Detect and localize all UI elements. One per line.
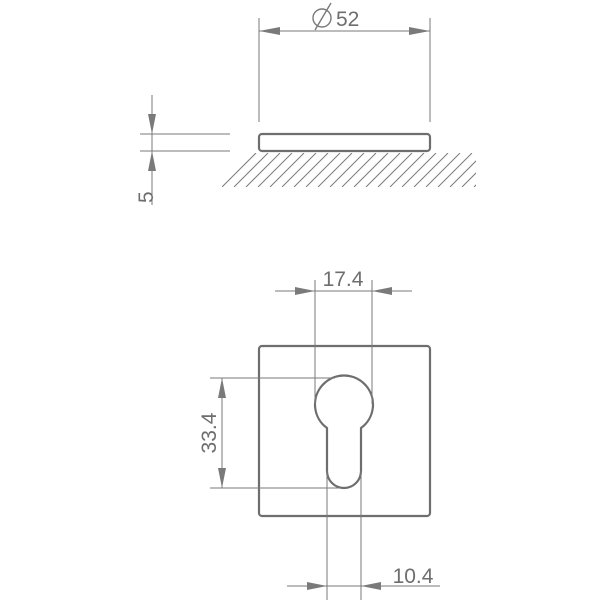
hatch-line <box>437 153 473 187</box>
hatch-line <box>486 153 520 187</box>
diameter-dimension: 52 <box>258 2 431 122</box>
hatch-line <box>473 184 476 187</box>
diameter-label: 52 <box>336 8 359 31</box>
hatch-line <box>425 153 461 187</box>
surface-hatching <box>222 153 544 187</box>
thickness-dimension: 5 <box>135 95 230 205</box>
hatch-line <box>341 153 377 187</box>
hatch-line <box>413 153 449 187</box>
hatch-line <box>293 153 329 187</box>
hatch-line <box>269 153 305 187</box>
hatch-line <box>353 153 389 187</box>
hatch-line <box>245 153 281 187</box>
keyhole-width-label: 17.4 <box>323 268 364 291</box>
hatch-line <box>510 153 544 187</box>
hatch-line <box>281 153 317 187</box>
hatch-line <box>449 160 476 187</box>
slot-width-label: 10.4 <box>393 565 434 588</box>
hatch-line <box>305 153 341 187</box>
hatch-line <box>365 153 401 187</box>
rosette-plate-side <box>257 132 432 153</box>
keyhole-cutout <box>313 374 375 490</box>
hatch-line <box>257 153 293 187</box>
hatch-line <box>401 153 437 187</box>
hatch-line <box>233 153 269 187</box>
thickness-label: 5 <box>135 191 158 203</box>
hatch-line <box>461 172 476 187</box>
hatch-line <box>377 153 413 187</box>
rosette-plate-front <box>257 344 432 518</box>
keyhole-width-dimension: 17.4 <box>275 268 412 404</box>
keyhole-height-dimension: 33.4 <box>198 377 340 489</box>
side-view: 52 5 <box>135 2 544 205</box>
hatch-line <box>317 153 353 187</box>
hatch-line <box>389 153 425 187</box>
hatch-line <box>498 153 532 187</box>
slot-width-dimension: 10.4 <box>287 471 440 600</box>
hatch-line <box>222 153 257 187</box>
keyhole-height-label: 33.4 <box>198 412 221 453</box>
front-view: 17.4 33.4 10.4 <box>198 268 440 600</box>
diameter-symbol-icon <box>312 2 332 31</box>
hatch-line <box>329 153 365 187</box>
